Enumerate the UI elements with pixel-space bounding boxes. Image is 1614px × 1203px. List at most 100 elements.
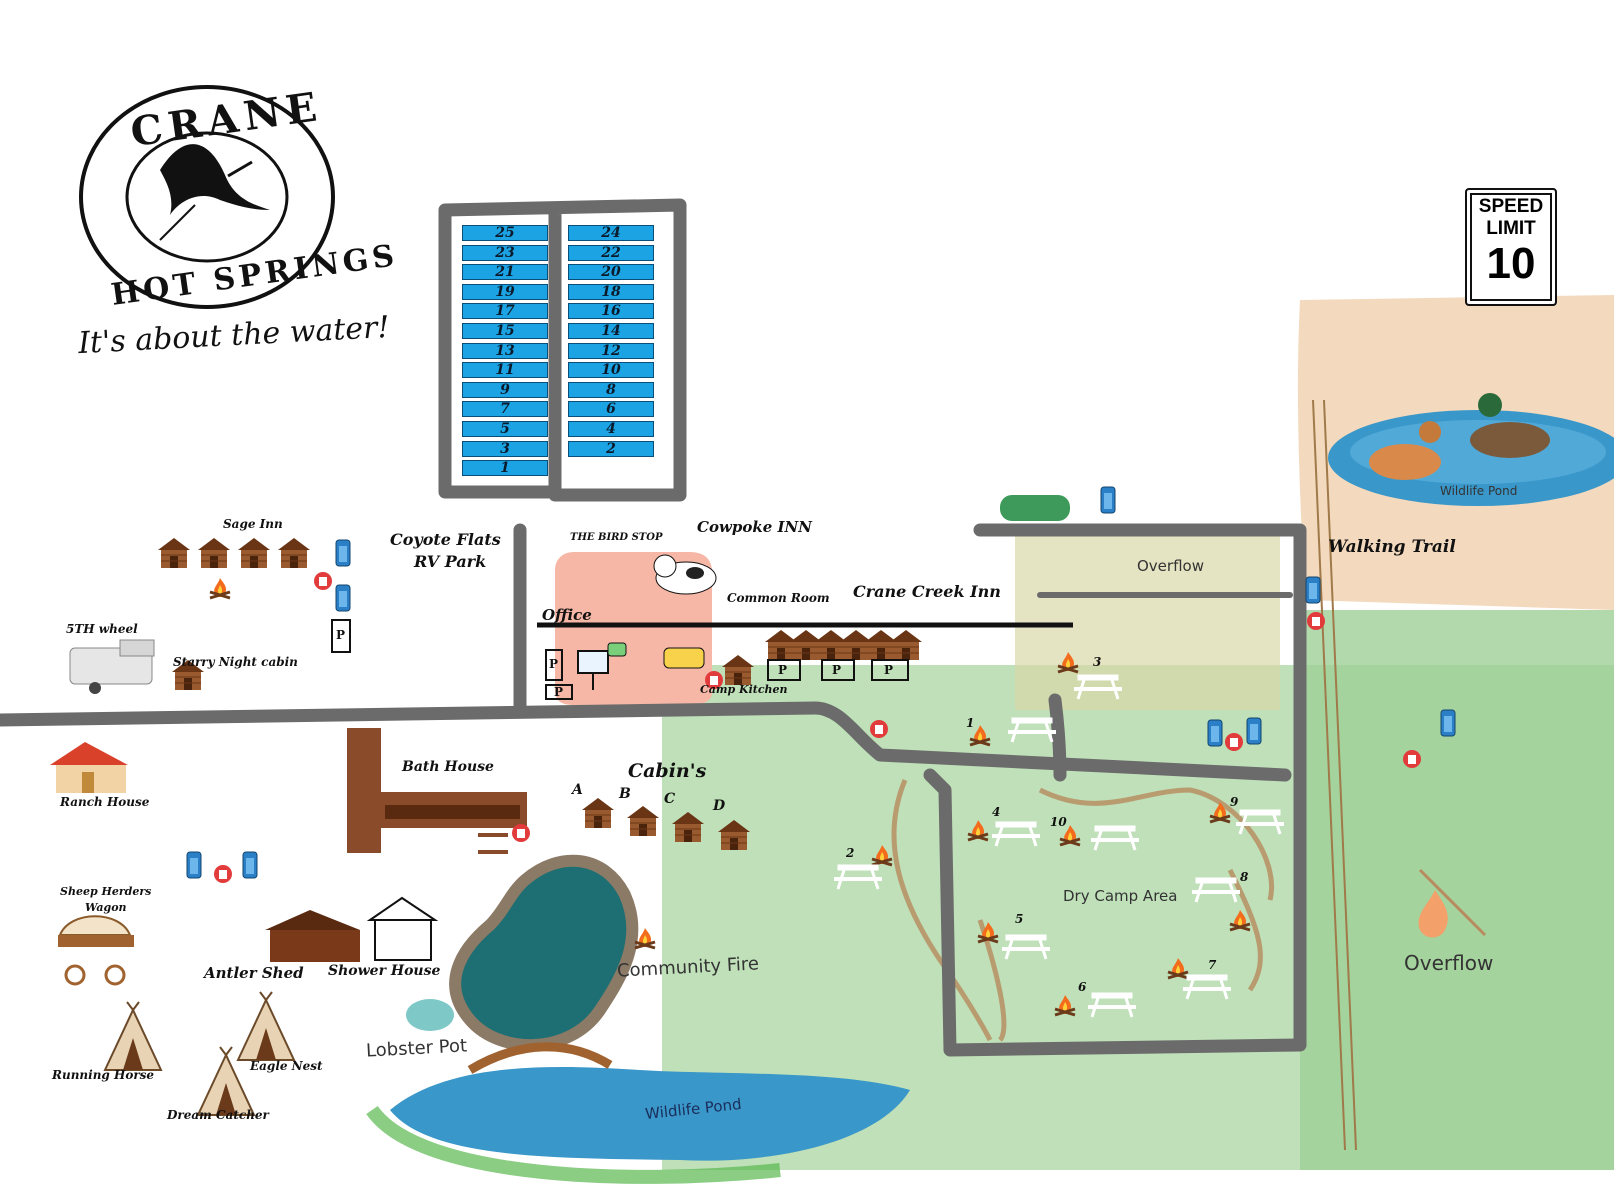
camp-kitchen-label: Camp Kitchen [700,683,788,696]
community-pond [449,854,639,1051]
sage-inn-cabins [157,537,311,569]
eagle-nest-label: Eagle Nest [250,1059,323,1073]
rv-site-22: 22 [568,244,654,261]
top-wildlife-pond-label: Wildlife Pond [1440,484,1518,498]
shower-house-icon [366,896,439,961]
campsite-10: 10 [1050,815,1067,829]
walking-trail-label: Walking Trail [1328,537,1456,557]
crane-creek-inn-label: Crane Creek Inn [853,582,1001,601]
rv-site-20: 20 [568,264,654,281]
common-room-sofa [663,647,705,669]
rv-site-13: 13 [462,342,548,359]
roads [0,198,1307,1057]
parking-markers [331,619,909,700]
campsite-4: 4 [992,805,1001,819]
bath-house-building [347,728,381,853]
speed-sign-line1: SPEED [1478,196,1544,217]
sheep-herders-wagon [58,915,134,986]
rv-site-19: 19 [462,283,548,300]
rv-site-15: 15 [462,323,548,339]
sage-inn-label: Sage Inn [223,517,283,531]
rv-site-8: 8 [568,381,654,398]
rv-site-24: 24 [568,225,654,241]
parking-p-4: P [778,663,788,677]
cabin-b-label: B [619,786,631,802]
fifth-wheel-label: 5TH wheel [66,622,138,636]
eagle-nest-teepee [237,991,295,1061]
rv-site-1: 1 [462,460,548,477]
overflow-top-label: Overflow [1137,557,1204,575]
rv-site-7: 7 [462,401,548,418]
cowpoke-inn-label: Cowpoke INN [697,518,812,536]
walking-trail-line [1312,399,1357,1151]
camp-kitchen-building [721,654,755,686]
antler-shed-label: Antler Shed [204,964,304,982]
campsite-7: 7 [1208,958,1217,972]
starry-night-label: Starry Night cabin [173,655,298,669]
rv-site-2: 2 [568,440,654,457]
speed-limit-sign: SPEED LIMIT 10 [1465,188,1557,306]
speed-sign-line2: LIMIT [1486,218,1536,239]
running-horse-teepee [104,1001,162,1071]
parking-p-3: P [554,685,564,699]
cabin-d-label: D [713,798,726,814]
cabin-a-label: A [572,782,583,798]
office-label: Office [542,606,592,624]
bridge [467,1042,613,1074]
benches [478,833,508,854]
rv-site-6: 6 [568,401,654,418]
campsite-6: 6 [1078,980,1087,994]
green-field-right [1300,610,1614,1170]
rv-site-23: 23 [462,244,548,261]
shower-house-label: Shower House [328,963,441,979]
common-room-label: Common Room [727,591,830,605]
parking-p-1: P [336,628,346,642]
rv-site-25: 25 [462,225,548,241]
fifth-wheel-trailer [69,639,155,694]
no-fire-icon [1418,868,1487,938]
campsite-9: 9 [1230,795,1239,809]
bird-stop-label: THE BIRD STOP [570,532,663,543]
lobster-pot-rock [406,999,454,1031]
crane-logo [79,85,335,309]
ranch-house-label: Ranch House [60,795,150,809]
campsite-5: 5 [1015,912,1024,926]
rv-site-11: 11 [462,362,548,379]
overflow-right-label: Overflow [1404,951,1494,975]
rv-site-17: 17 [462,303,548,320]
campsite-2: 2 [846,846,855,860]
duck-icon [1369,393,1550,480]
rv-site-21: 21 [462,264,548,281]
sheep-herders-label: Sheep Herders [60,885,152,898]
parking-p-2: P [549,657,559,671]
bath-house-label: Bath House [402,759,494,775]
rv-site-4: 4 [568,421,654,437]
running-horse-label: Running Horse [52,1068,155,1082]
dry-camp-label: Dry Camp Area [1063,887,1178,905]
crane-creek-inn-cabins [764,629,923,661]
speed-sign-value: 10 [1486,239,1536,288]
rv-site-18: 18 [568,283,654,300]
cabin-c-label: C [664,791,676,807]
parking-p-5: P [832,663,842,677]
rv-site-5: 5 [462,421,548,437]
campsite-8: 8 [1240,870,1249,884]
rv-site-12: 12 [568,342,654,359]
sheep-herders-label-2: Wagon [85,901,127,914]
ranch-house-icon [50,742,128,793]
rv-site-10: 10 [568,362,654,379]
dry-camp-trails [891,779,1274,1042]
bottom-wildlife-pond [390,1066,910,1161]
rv-site-9: 9 [462,381,548,398]
rv-park-label: Coyote Flats [390,530,501,549]
dream-catcher-label: Dream Catcher [167,1108,269,1122]
cowpoke-cow-icon [653,554,717,595]
campsite-3: 3 [1093,655,1102,669]
rv-park-label-2: RV Park [414,552,487,571]
cabins-label: Cabin's [628,760,707,782]
rv-site-3: 3 [462,440,548,457]
rv-site-16: 16 [568,303,654,320]
campsite-1: 1 [966,716,975,730]
parking-p-6: P [884,663,894,677]
